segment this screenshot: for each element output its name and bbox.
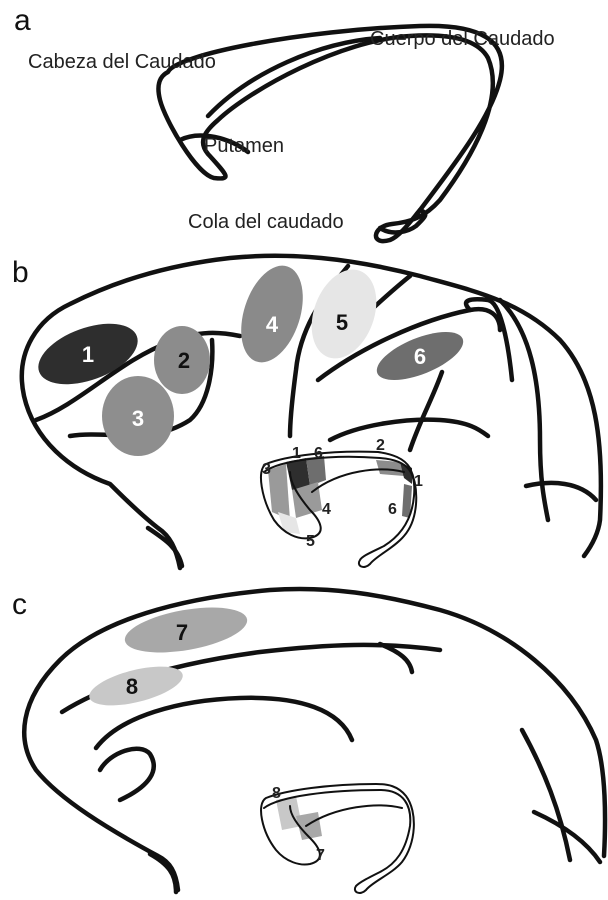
region-3-label: 3: [132, 406, 144, 431]
striatum-b-label-1-tail: 1: [414, 473, 423, 490]
striatum-b-label-3: 3: [262, 461, 271, 478]
region-8-label: 8: [126, 674, 138, 699]
sulcus-temporal: [410, 372, 442, 450]
region-2-label: 2: [178, 348, 190, 373]
striatum-band-3: [268, 464, 290, 520]
panel-c: c 7 8 8 7: [12, 588, 605, 893]
label-cola-caudado: Cola del caudado: [188, 211, 344, 233]
sulcus-inferior: [526, 483, 596, 500]
region-4-label: 4: [266, 312, 279, 337]
cortical-region-5: 5: [300, 261, 388, 368]
label-cuerpo-caudado: Cuerpo del Caudado: [370, 28, 555, 50]
region-5-label: 5: [336, 310, 348, 335]
striatum-inner-c: [306, 805, 402, 826]
striatum-b-label-2: 2: [376, 437, 385, 454]
striatum-b-label-4: 4: [322, 501, 331, 518]
parieto-occipital-sulcus: [522, 730, 570, 860]
medial-brain-outline: [24, 589, 605, 890]
striatum-b-label-1: 1: [292, 445, 301, 462]
striatum-b-label-6: 6: [314, 445, 323, 462]
striatum-inset-c: 8 7: [261, 784, 414, 893]
striatum-inset-b: 3 1 6 2 1 4 6 5: [261, 437, 423, 567]
panel-b: b 1 2 3 4: [12, 256, 601, 568]
striatum-c-label-8: 8: [272, 785, 281, 802]
label-cabeza-caudado: Cabeza del Caudado: [28, 51, 216, 73]
cortical-region-7: 7: [121, 600, 250, 661]
panel-a: a Cabeza del Caudado Cuerpo del Caudado …: [14, 4, 555, 241]
panel-a-letter: a: [14, 4, 31, 37]
cortical-region-6: 6: [371, 322, 470, 390]
striatum-b-label-5: 5: [306, 533, 315, 550]
panel-b-letter: b: [12, 256, 29, 289]
striatum-outline-c: [261, 784, 414, 893]
striatum-c-label-7: 7: [316, 847, 325, 864]
panel-c-letter: c: [12, 588, 27, 621]
label-putamen: Putamen: [204, 135, 284, 157]
region-6-label: 6: [414, 344, 426, 369]
callosal-contour: [96, 698, 352, 748]
region-7-label: 7: [176, 620, 188, 645]
anterior-hook: [100, 749, 154, 800]
cortical-region-4: 4: [230, 258, 314, 370]
cortical-region-2: 2: [154, 326, 210, 394]
cortical-region-3: 3: [102, 376, 174, 456]
striatum-b-label-6-tail: 6: [388, 501, 397, 518]
region-1-label: 1: [82, 342, 94, 367]
sulcus-sylvian: [330, 420, 488, 440]
